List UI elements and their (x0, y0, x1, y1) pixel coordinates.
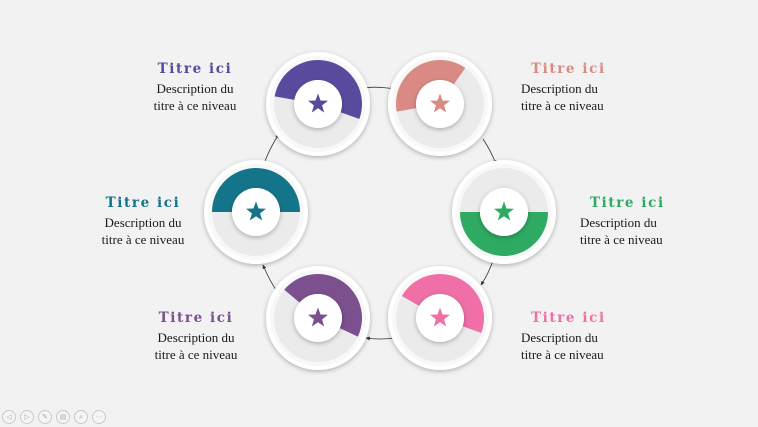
pen-icon[interactable]: ✎ (38, 410, 52, 424)
more-icon[interactable]: ⋯ (92, 410, 106, 424)
cycle-node-5 (266, 266, 370, 370)
cycle-node-2 (388, 52, 492, 156)
label-node-5: Titre ici Description du titre à ce nive… (126, 310, 266, 363)
node-desc-line1: Description du (157, 330, 235, 345)
previous-icon[interactable]: ◁ (2, 410, 16, 424)
node-desc-line1: Description du (580, 215, 657, 230)
node-desc-line1: Description du (156, 81, 234, 96)
label-node-3: Titre ici Description du titre à ce nive… (580, 195, 720, 248)
label-node-1: Titre ici Description du titre à ce nive… (125, 61, 265, 114)
node-title: Titre ici (531, 61, 606, 77)
node-desc-line2: titre à ce niveau (101, 232, 185, 247)
zoom-icon[interactable]: ⌕ (74, 410, 88, 424)
node-description: Description du titre à ce niveau (580, 214, 720, 248)
node-description: Description du titre à ce niveau (521, 80, 661, 114)
node-title: Titre ici (105, 195, 181, 211)
node-desc-line1: Description du (521, 81, 598, 96)
label-node-6: Titre ici Description du titre à ce nive… (73, 195, 213, 248)
colored-arc (401, 274, 484, 334)
node-desc-line2: titre à ce niveau (521, 98, 604, 113)
star-icon (308, 93, 328, 113)
colored-arc (212, 168, 300, 212)
presentation-toolbar: ◁ ▷ ✎ ▤ ⌕ ⋯ (2, 410, 106, 424)
star-icon (308, 307, 328, 327)
node-title: Titre ici (531, 310, 606, 326)
cycle-node-4 (388, 266, 492, 370)
cycle-node-6 (204, 160, 308, 264)
node-desc-line2: titre à ce niveau (153, 98, 237, 113)
node-desc-line2: titre à ce niveau (154, 347, 238, 362)
cycle-node-1 (266, 52, 370, 156)
node-title: Titre ici (157, 61, 233, 77)
node-desc-line2: titre à ce niveau (521, 347, 604, 362)
next-icon[interactable]: ▷ (20, 410, 34, 424)
node-description: Description du titre à ce niveau (125, 80, 265, 114)
slides-icon[interactable]: ▤ (56, 410, 70, 424)
colored-arc (274, 60, 362, 120)
node-title: Titre ici (158, 310, 234, 326)
star-icon (430, 307, 450, 327)
colored-arc (396, 59, 466, 112)
cycle-arrow (264, 133, 280, 162)
colored-arc (460, 212, 548, 256)
colored-arc (284, 274, 362, 337)
cycle-arrow (482, 138, 497, 165)
cycle-node-3 (452, 160, 556, 264)
node-description: Description du titre à ce niveau (521, 329, 661, 363)
star-icon (246, 201, 266, 221)
node-description: Description du titre à ce niveau (73, 214, 213, 248)
label-node-2: Titre ici Description du titre à ce nive… (521, 61, 661, 114)
node-desc-line1: Description du (521, 330, 598, 345)
cycle-arrow (365, 336, 395, 341)
node-desc-line1: Description du (104, 215, 182, 230)
node-title: Titre ici (590, 195, 665, 211)
node-description: Description du titre à ce niveau (126, 329, 266, 363)
star-icon (430, 93, 450, 113)
node-desc-line2: titre à ce niveau (580, 232, 663, 247)
label-node-4: Titre ici Description du titre à ce nive… (521, 310, 661, 363)
star-icon (494, 201, 514, 221)
